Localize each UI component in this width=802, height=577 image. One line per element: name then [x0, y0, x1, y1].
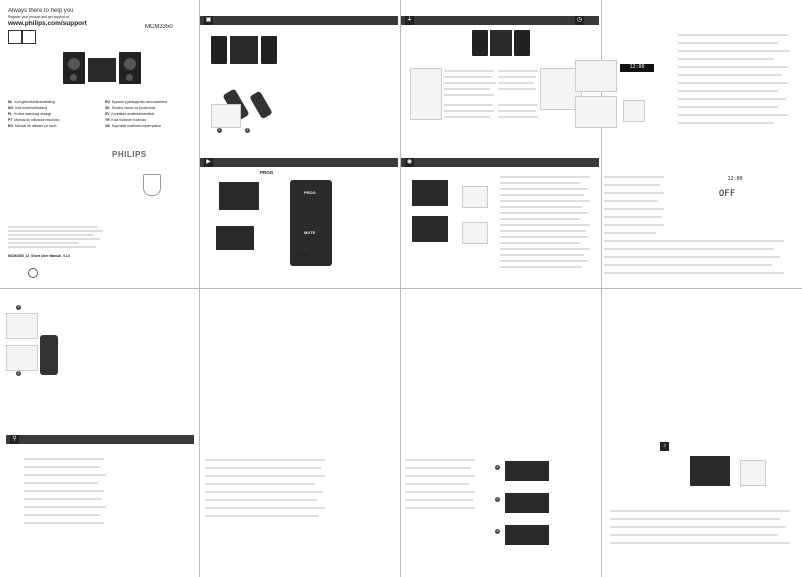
- play-unit-2: [212, 222, 260, 254]
- recycle-icon: [28, 268, 38, 278]
- sleep-lcd-panel: 12:00 OFF: [675, 176, 795, 206]
- prog-button-label[interactable]: PROG: [260, 170, 274, 175]
- section-header-play: [200, 158, 398, 167]
- antenna-icon: ⚲: [10, 435, 19, 444]
- sleep-lcd-range: 12:00: [727, 176, 743, 182]
- remote-control: PROG MUTE: [290, 180, 332, 266]
- lang-sv: SV Kortfattad användarhandbok: [105, 112, 155, 116]
- lang-tr: TR Kısa Kullanım Kılavuzu: [105, 118, 147, 122]
- bottom-mid-panel-1: [205, 435, 395, 565]
- plug-icon: ⏚: [405, 16, 414, 25]
- bottom-mid-panel-2: 1 2 3: [405, 435, 595, 565]
- register-qr: [8, 30, 22, 44]
- support-url[interactable]: www.philips.com/support: [8, 20, 87, 27]
- music-icon: ♪: [660, 442, 669, 451]
- sleep-lcd-off: OFF: [718, 189, 736, 199]
- help-title: Always there to help you: [8, 8, 74, 14]
- section-header-radio: [6, 435, 194, 444]
- lang-nl: NL Kort gebruikershandleiding: [8, 100, 55, 104]
- section-header-connect: [401, 16, 599, 25]
- footer-code: MCM3350_12_Short User Manual_V1.0: [8, 254, 70, 258]
- lang-pt: PT Manual do utilizador resumido: [8, 118, 60, 122]
- step-2-badge: 2: [495, 497, 500, 502]
- step-3-badge: 3: [495, 529, 500, 534]
- clock-illustration: 12:00: [575, 60, 675, 150]
- connect-illustration: [410, 28, 600, 163]
- box-icon: ▣: [204, 16, 213, 25]
- section-header-disc: [401, 158, 599, 167]
- bottom-left-panel: 1 2: [6, 295, 196, 405]
- lang-ru: RU Краткое руководство пользователя: [105, 100, 168, 104]
- music-illustration: ♪: [610, 440, 795, 570]
- help-subtitle: Register your product and get support at: [8, 15, 69, 19]
- section-header-box: [200, 16, 398, 25]
- lang-ro: RO Manual de utilizare pe scurt: [8, 124, 57, 128]
- philips-shield-logo: [143, 174, 161, 196]
- language-list-left: NL Kort gebruikershandleiding NO Kort br…: [8, 100, 103, 130]
- remote-mute-label[interactable]: MUTE: [304, 230, 316, 235]
- play-icon: ▶: [204, 158, 213, 167]
- step-1-badge: 1: [495, 465, 500, 470]
- cover-panel: Always there to help you Register your p…: [0, 0, 198, 285]
- lang-pl: PL Krótka instrukcja obsługi: [8, 112, 51, 116]
- speaker-right: [119, 52, 141, 84]
- clock-icon: ◷: [575, 16, 584, 25]
- lang-uk: UK Короткий посібник користувача: [105, 124, 161, 128]
- disc-icon: ◉: [405, 158, 414, 167]
- language-list-right: RU Краткое руководство пользователя SK S…: [105, 100, 197, 130]
- disc-illustration: [412, 176, 512, 276]
- philips-wordmark: PHILIPS: [112, 150, 147, 159]
- lang-sk: SK Stručný návod na používanie: [105, 106, 156, 110]
- box-contents-illustration: 1 2: [205, 30, 395, 150]
- lang-no: NO Kort brukerveiledning: [8, 106, 48, 110]
- model-number: MCM3350: [145, 24, 173, 30]
- register-qr-2: [22, 30, 36, 44]
- remote-prog-label[interactable]: PROG: [304, 190, 316, 195]
- speaker-left: [63, 52, 85, 84]
- play-unit-illustration: [215, 178, 265, 218]
- mute-button-label[interactable]: MUTE: [296, 252, 309, 257]
- main-unit: [88, 58, 116, 82]
